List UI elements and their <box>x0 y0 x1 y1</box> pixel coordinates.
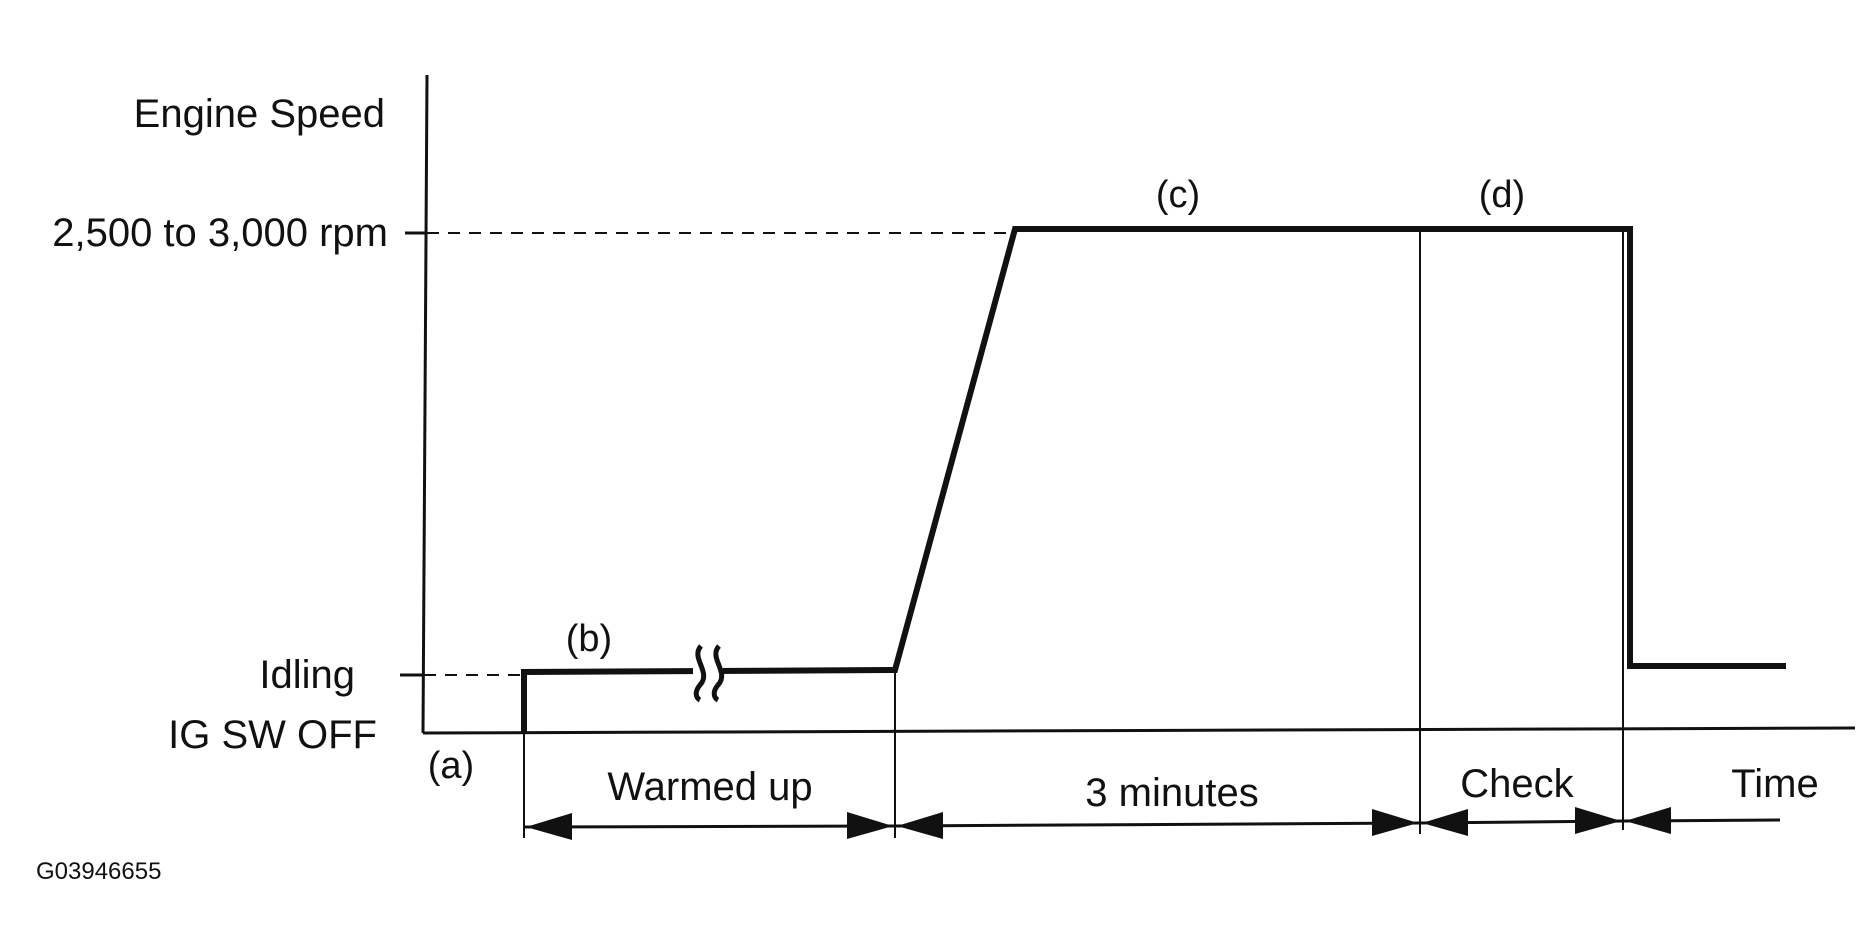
speed-profile-line <box>521 226 1786 733</box>
interval-label-check: Check <box>1460 762 1574 806</box>
level-label-off: IG SW OFF <box>168 713 377 757</box>
arrowhead-check-right <box>1575 807 1621 834</box>
arrowhead-warm-right <box>847 812 893 839</box>
point-label-b: (b) <box>566 618 612 660</box>
level-label-high: 2,500 to 3,000 rpm <box>52 211 388 255</box>
dim-line-warm <box>523 824 896 829</box>
y-axis <box>421 74 429 734</box>
arrowhead-three-min-left <box>897 812 943 839</box>
arrowhead-three-min-right <box>1372 809 1418 836</box>
level-label-idle: Idling <box>259 653 355 697</box>
point-label-c: (c) <box>1156 174 1200 216</box>
interval-label-warm: Warmed up <box>607 765 812 809</box>
interval-label-three-min: 3 minutes <box>1085 771 1258 815</box>
point-label-d: (d) <box>1479 174 1525 216</box>
break-symbol-icon <box>693 644 707 703</box>
x-axis <box>422 726 1856 735</box>
interval-label-time: Time <box>1731 762 1818 806</box>
figure-id: G03946655 <box>36 858 161 885</box>
dim-line-three-min <box>894 821 1421 828</box>
arrowhead-warm-left <box>526 813 572 840</box>
arrowhead-time-left <box>1625 807 1671 834</box>
break-symbol-icon-2 <box>711 644 725 703</box>
y-axis-label: Engine Speed <box>134 92 385 136</box>
point-label-a: (a) <box>428 745 474 787</box>
arrowhead-check-left <box>1422 809 1468 836</box>
